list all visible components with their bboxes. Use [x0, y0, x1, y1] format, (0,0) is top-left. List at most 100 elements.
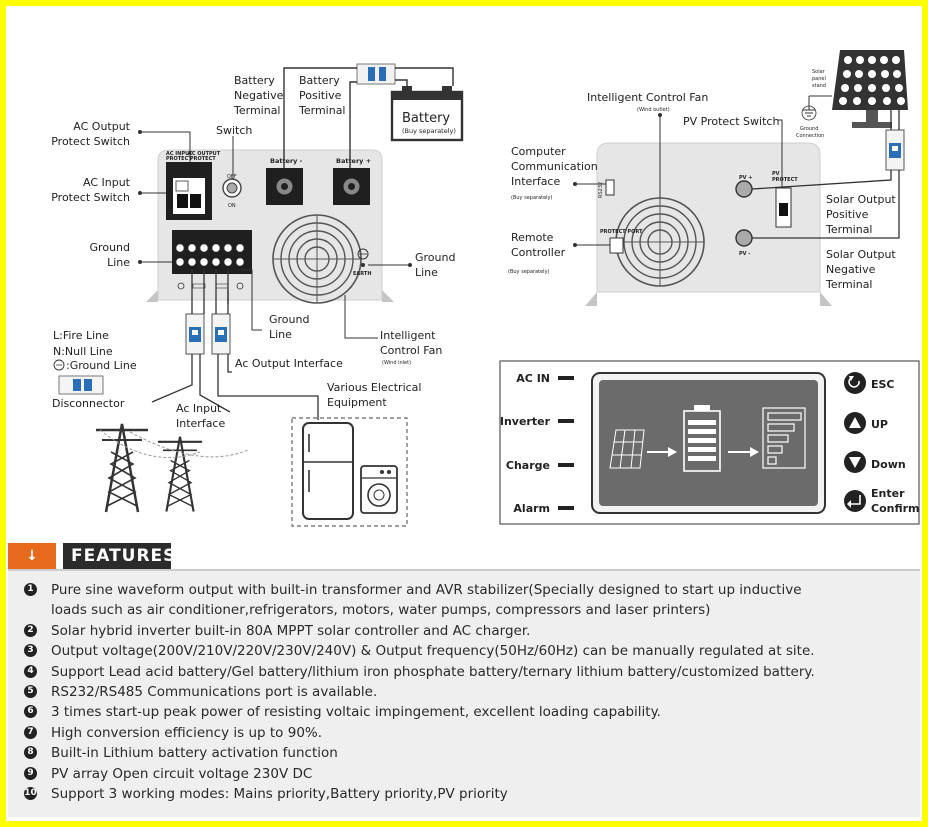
svg-text:EARTH: EARTH [353, 271, 372, 277]
features-box [8, 571, 920, 817]
solar-output-positive-label: Solar Output [826, 193, 896, 206]
svg-text:Alarm: Alarm [513, 502, 550, 515]
wiring-diagram: AC INPUT PROTECT AC OUTPUT PROTECT OFF O… [51, 50, 920, 527]
svg-text:PROTECT: PROTECT [166, 156, 192, 162]
down-triangle-icon [849, 457, 861, 468]
features-title: FEATURES [63, 543, 175, 569]
svg-text:Terminal: Terminal [825, 278, 873, 291]
various-equipment-label: Various Electrical [327, 381, 421, 394]
svg-text:OFF: OFF [227, 174, 237, 180]
features-divider [8, 569, 920, 571]
svg-text:Negative: Negative [826, 263, 876, 276]
battery-negative-terminal-icon: Battery - [266, 157, 303, 205]
appliances-icon [291, 417, 408, 527]
svg-text:Charge: Charge [506, 459, 550, 472]
svg-text:PV +: PV + [739, 175, 752, 181]
svg-text:ON: ON [228, 203, 236, 209]
intelligent-fan-label: Intelligent [380, 329, 436, 342]
svg-text:Control Fan: Control Fan [380, 344, 442, 357]
intelligent-fan-icon [272, 214, 362, 304]
ac-output-breaker-icon [211, 313, 231, 355]
svg-text:(Buy separately): (Buy separately) [402, 127, 456, 135]
lcd-battery-icon [683, 405, 721, 472]
svg-text:Positive: Positive [826, 208, 869, 221]
remote-controller-label: Remote [511, 231, 554, 244]
svg-text:PROTECT: PROTECT [772, 177, 798, 183]
double-chevron-down-icon: ↓ [8, 543, 56, 569]
down-button[interactable]: Down [844, 451, 906, 473]
switch-label: Switch [216, 124, 252, 137]
battery-positive-terminal-icon: Battery + [333, 157, 371, 205]
svg-text:Line: Line [269, 328, 292, 341]
left-inverter-diagram: AC INPUT PROTECT AC OUTPUT PROTECT OFF O… [51, 63, 464, 527]
fan-outlet-label: Intelligent Control Fan [587, 91, 708, 104]
svg-text:(Wind inlet): (Wind inlet) [382, 360, 411, 366]
svg-text:Communication: Communication [511, 160, 598, 173]
panel-ac-input-label: AC INPUT [166, 151, 193, 157]
protect-port-icon [609, 237, 624, 254]
solar-stand-label: Solar [812, 69, 826, 75]
svg-text:Equipment: Equipment [327, 396, 387, 409]
svg-text:panel: panel [812, 76, 826, 82]
external-battery-icon: Battery (Buy separately) [356, 63, 464, 142]
lcd-arrow-icon [728, 447, 759, 457]
ac-output-interface-label: Ac Output Interface [235, 357, 343, 370]
ac-output-protect-label: AC Output [73, 120, 130, 133]
svg-text:Terminal: Terminal [298, 104, 346, 117]
legend-fire-line: L:Fire Line [53, 329, 109, 342]
svg-text:PROTECT PORT: PROTECT PORT [600, 229, 643, 235]
rs232-port-icon [605, 179, 615, 196]
svg-text:Positive: Positive [299, 89, 342, 102]
disconnector-icon [58, 375, 104, 395]
battery-positive-label: Battery [299, 74, 340, 87]
ac-input-interface-label: Ac Input [176, 402, 222, 415]
panel-battery-neg: Battery - [270, 157, 303, 165]
indicator-alarm: Alarm [513, 502, 574, 515]
ground-line-bottom-label: Ground [269, 313, 309, 326]
return-icon [848, 377, 860, 388]
svg-text:ESC: ESC [871, 378, 895, 391]
svg-text:Terminal: Terminal [233, 104, 281, 117]
svg-text:Terminal: Terminal [825, 223, 873, 236]
ac-input-breaker-icon [185, 313, 205, 355]
legend-ground-line: :Ground Line [66, 359, 137, 372]
esc-button[interactable]: ESC [844, 372, 895, 394]
svg-text:(Buy separately): (Buy separately) [511, 195, 553, 201]
svg-text:Connection: Connection [796, 133, 824, 139]
svg-text:PV: PV [772, 171, 780, 177]
display-panel: AC IN Inverter Charge Alarm ESC UP [499, 360, 920, 525]
svg-text:PV -: PV - [739, 251, 750, 257]
svg-text:PROTECT: PROTECT [190, 156, 216, 162]
enter-button[interactable]: Enter Confirm [844, 487, 920, 515]
ground-line-left-label: Ground [90, 241, 130, 254]
up-button[interactable]: UP [844, 412, 888, 434]
power-switch-icon: OFF ON [222, 174, 242, 209]
svg-text:Line: Line [415, 266, 438, 279]
svg-text:stand: stand [812, 83, 826, 89]
indicator-inverter: Inverter [500, 415, 574, 428]
ac-protect-breakers: AC INPUT PROTECT AC OUTPUT PROTECT [166, 151, 221, 220]
svg-text:Protect Switch: Protect Switch [51, 135, 130, 148]
svg-text:Line: Line [107, 256, 130, 269]
indicator-charge: Charge [506, 459, 574, 472]
solar-breaker-icon [885, 129, 905, 171]
pv-minus-terminal-icon [735, 229, 753, 247]
legend-null-line: N:Null Line [53, 345, 113, 358]
enter-icon [850, 495, 861, 505]
svg-text:Confirm: Confirm [871, 502, 920, 515]
svg-text:Interface: Interface [511, 175, 560, 188]
battery-label: Battery [402, 111, 450, 126]
indicator-ac-in: AC IN [516, 372, 574, 385]
svg-text:Interface: Interface [176, 417, 225, 430]
svg-text:RS232: RS232 [598, 182, 604, 198]
svg-text:Down: Down [871, 458, 906, 471]
ground-line-right-label: Ground [415, 251, 455, 264]
svg-text:Protect Switch: Protect Switch [51, 191, 130, 204]
